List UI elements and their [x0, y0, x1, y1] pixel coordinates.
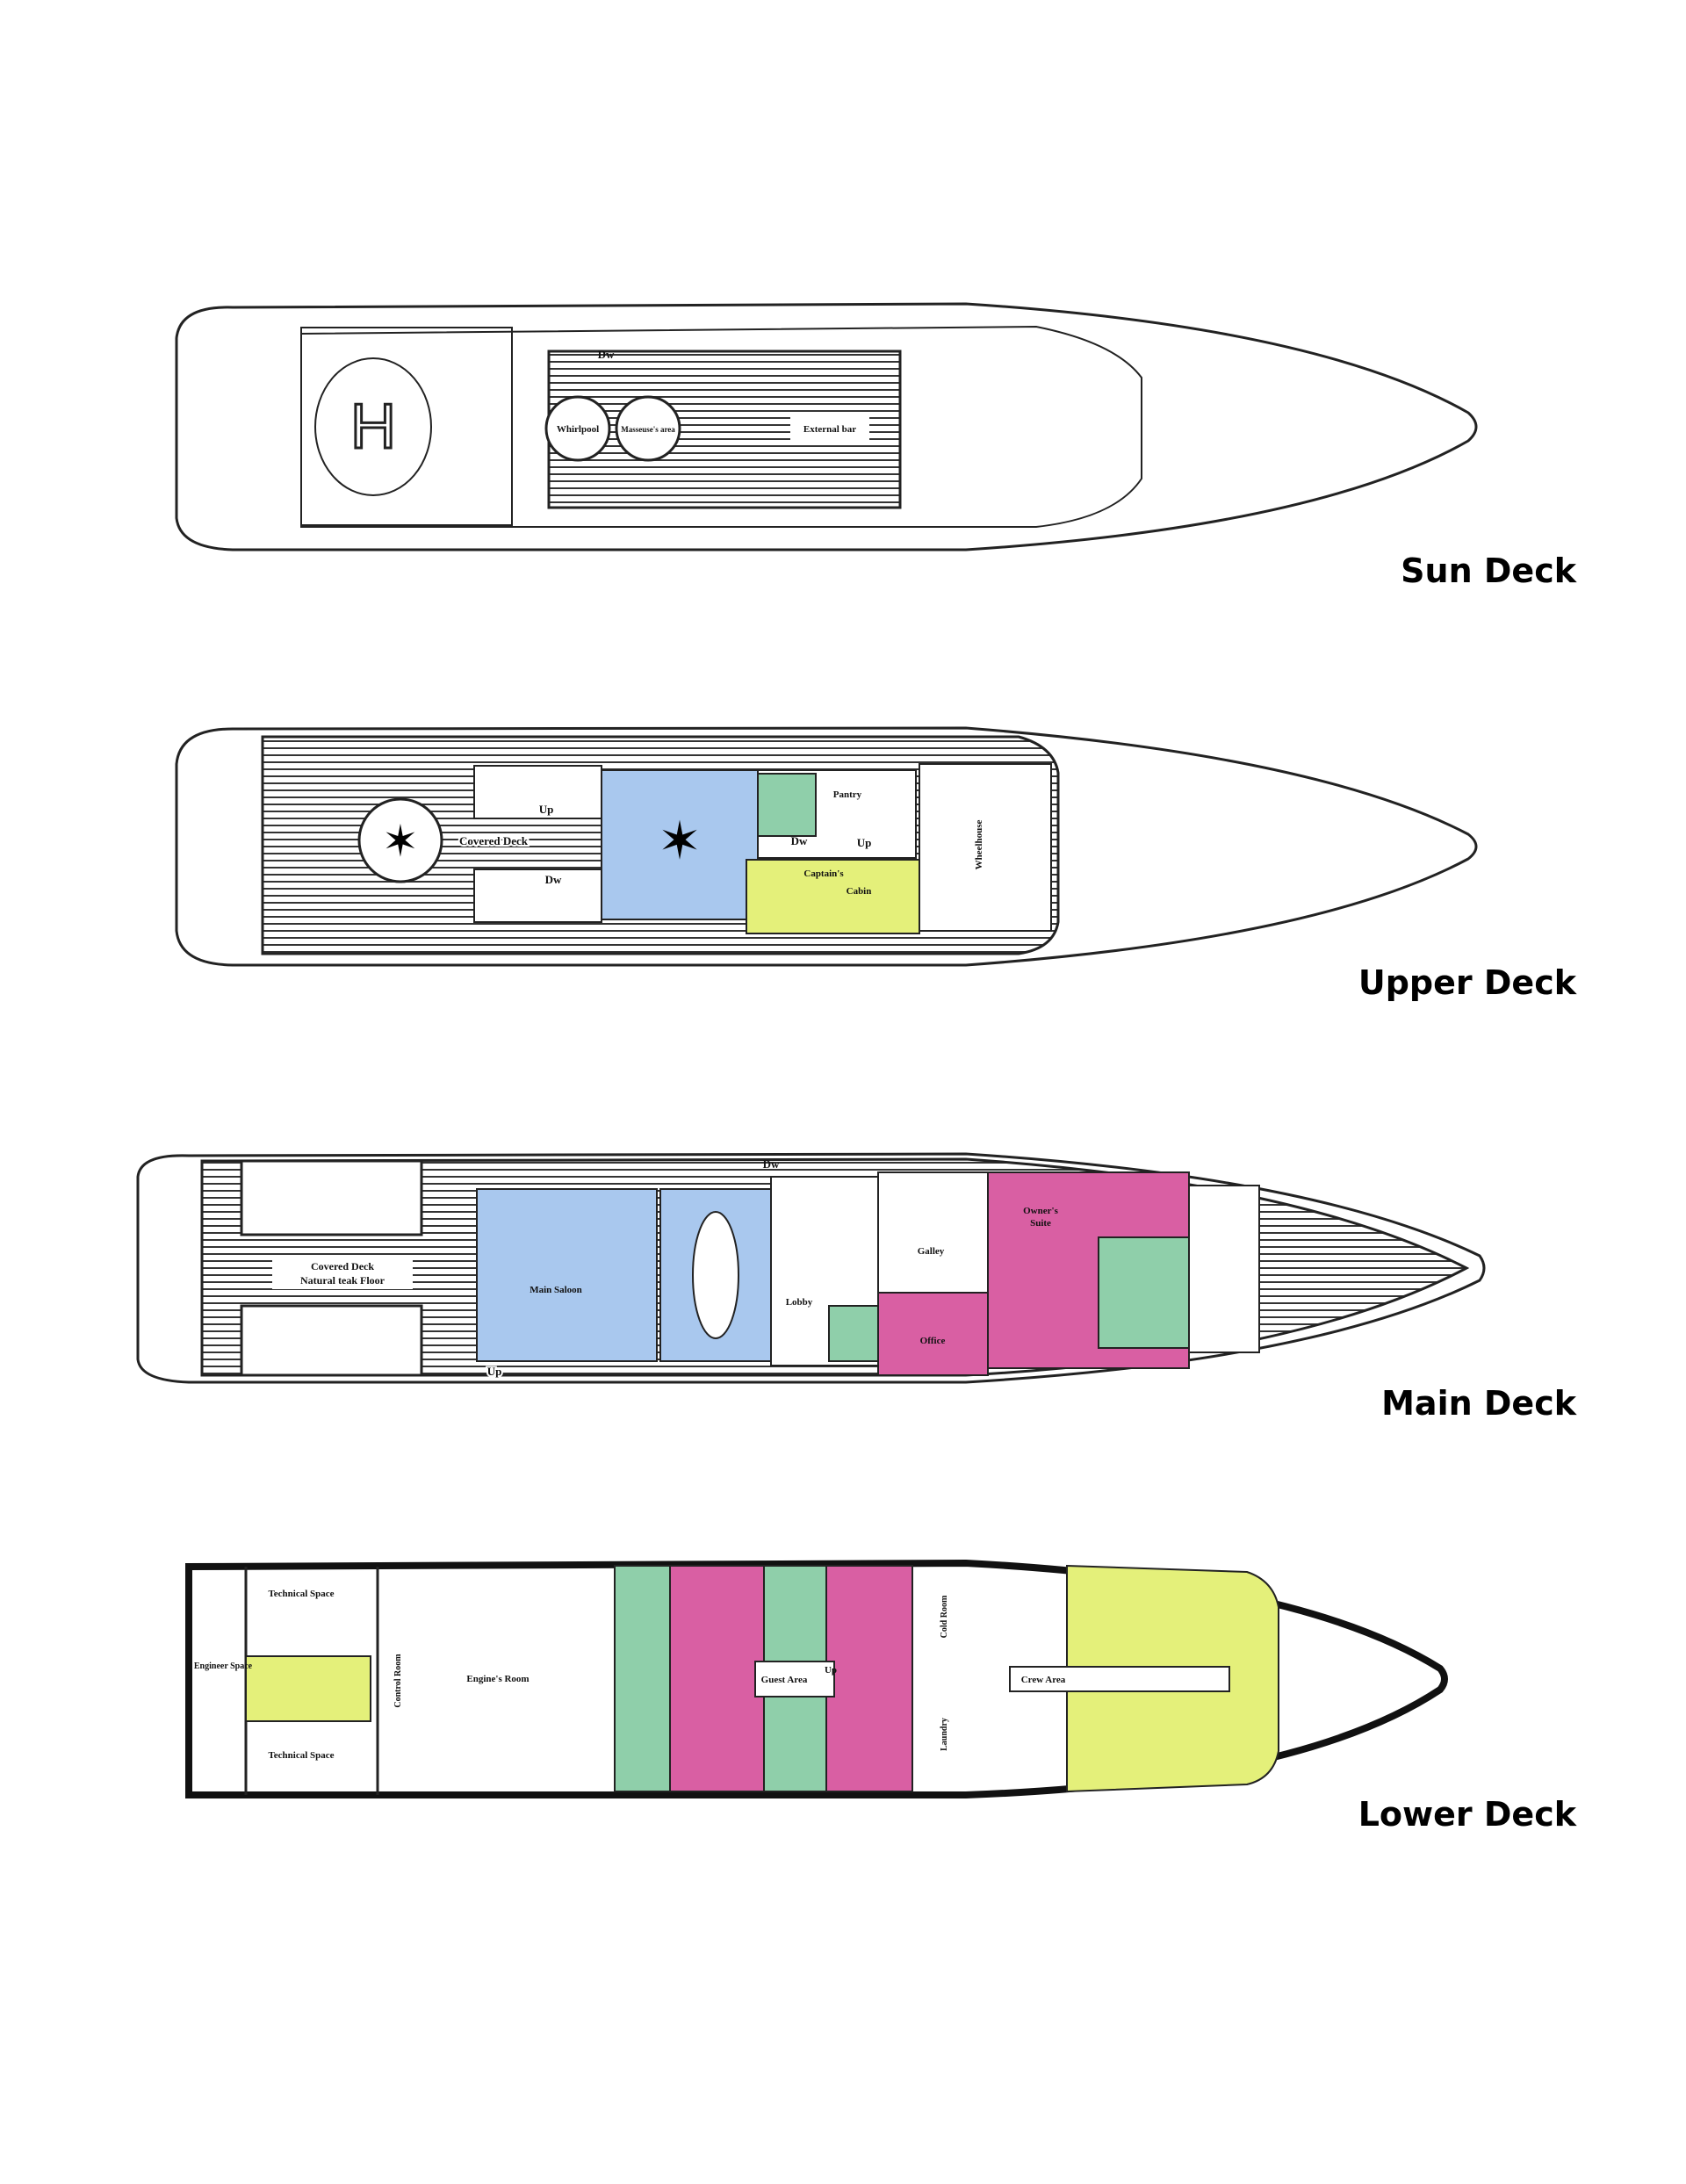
guest-cabin: [825, 1565, 913, 1792]
room-label: Laundry: [940, 1718, 949, 1751]
room-label: Wheelhouse: [974, 819, 984, 869]
dining-table: [692, 1211, 739, 1339]
office: [877, 1292, 989, 1376]
room-label: Covered Deck: [311, 1260, 374, 1272]
upper-deck-title: Upper Deck: [1358, 963, 1576, 1002]
room-label: Cabin: [847, 886, 872, 897]
guest-cabin: [669, 1565, 765, 1792]
helipad-area: [300, 327, 513, 526]
main-deck-plan: Dw Covered Deck Natural teak Floor Main …: [136, 1152, 1486, 1384]
helipad-h-icon: H: [350, 392, 396, 462]
room-label: Guest Area: [761, 1675, 808, 1685]
room-label: Natural teak Floor: [300, 1274, 385, 1287]
room-label: Galley: [918, 1246, 945, 1257]
room-label: Technical Space: [268, 1750, 334, 1761]
room-label: Covered Deck: [459, 834, 529, 847]
room-label: Engine's Room: [466, 1674, 529, 1684]
lower-deck-title: Lower Deck: [1358, 1795, 1576, 1834]
room-label: Suite: [1030, 1218, 1051, 1229]
sun-deck-plan: H Dw Whirlpool Masseuse's area External …: [175, 302, 1478, 551]
room-label: Dw: [791, 834, 808, 847]
room-label: Captain's: [803, 869, 844, 879]
compass-star-icon: ✶: [658, 811, 702, 872]
room-label: Technical Space: [268, 1589, 334, 1599]
helipad-circle: [314, 357, 432, 496]
main-deck-title: Main Deck: [1381, 1384, 1576, 1423]
upper-bath: [757, 773, 817, 837]
galley: [877, 1171, 989, 1294]
room-label: Up: [825, 1665, 837, 1676]
room-label: Whirlpool: [557, 424, 599, 435]
room-label: Main Saloon: [530, 1285, 582, 1295]
room-label: Pantry: [833, 789, 862, 800]
tender-bay: [240, 1159, 423, 1236]
room-label: Lobby: [786, 1297, 813, 1308]
sun-deck-title: Sun Deck: [1401, 551, 1576, 590]
room-label: Dw: [598, 348, 615, 361]
main-saloon: [476, 1188, 658, 1362]
room-label: Office: [920, 1336, 946, 1346]
room-label: Engineer Space: [194, 1661, 253, 1671]
guest-bath: [614, 1565, 671, 1792]
room-label: Cold Room: [940, 1595, 949, 1638]
room-label: Up: [487, 1365, 502, 1378]
room-label: External bar: [803, 424, 856, 435]
room-label: Crew Area: [1021, 1675, 1066, 1685]
room-label: Dw: [763, 1157, 780, 1171]
masseuse-area: [615, 395, 681, 462]
whirlpool: [544, 395, 611, 462]
lower-deck-plan: Technical Space Technical Space Engineer…: [185, 1559, 1448, 1798]
captains-cabin: [746, 859, 920, 934]
owners-bath: [1098, 1236, 1190, 1349]
room-label: Up: [857, 836, 872, 849]
room-label: Up: [539, 803, 554, 816]
room-label: Dw: [545, 873, 562, 886]
room-label: Owner's: [1023, 1206, 1058, 1216]
compass-star-icon: ✶: [382, 816, 419, 867]
wheelhouse: [919, 763, 1052, 932]
room-label: Masseuse's area: [621, 425, 675, 434]
upper-deck-plan: ✶ ✶ Up Covered Deck Dw Pantry Dw Up Capt…: [175, 726, 1478, 967]
room-label: Control Room: [393, 1654, 403, 1708]
engineer-cabin: [245, 1655, 371, 1722]
tender-bay: [240, 1304, 423, 1377]
round-table: [357, 797, 443, 883]
upper-saloon: [601, 769, 759, 920]
